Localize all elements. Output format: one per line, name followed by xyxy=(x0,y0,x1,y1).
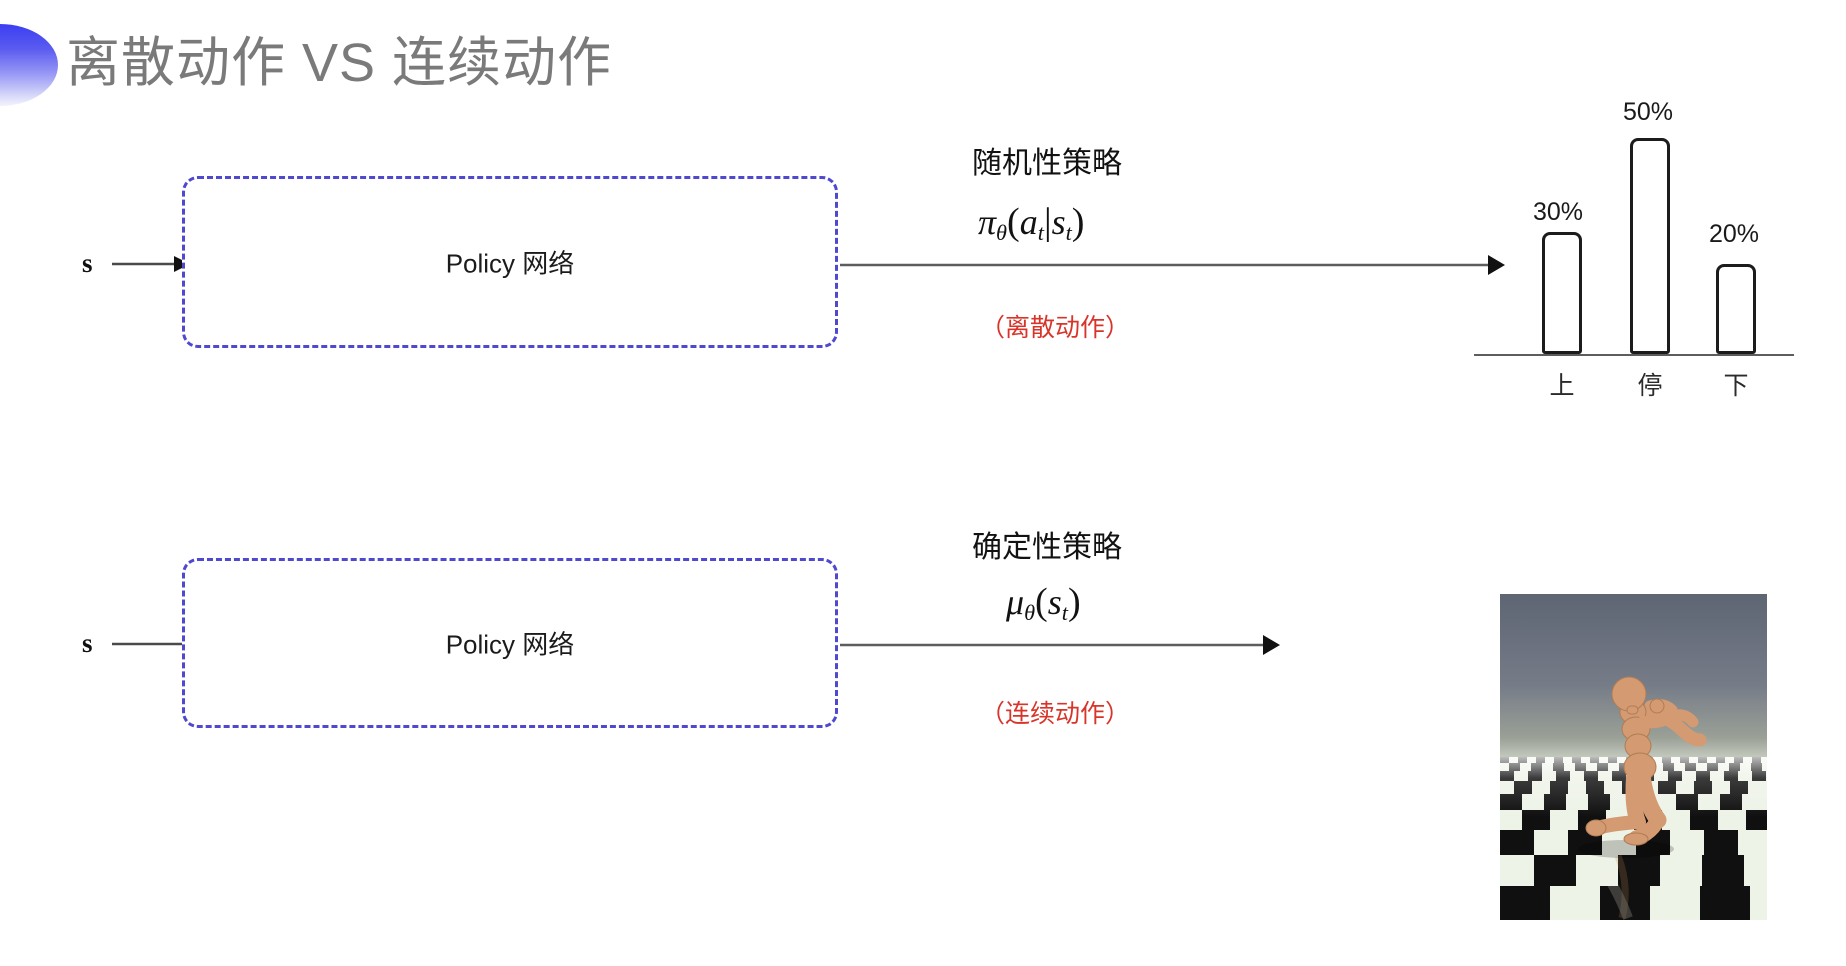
formula-theta-c: θ xyxy=(1024,600,1036,626)
formula-open-paren: ( xyxy=(1007,201,1020,243)
formula-state-sub: t xyxy=(1065,220,1072,246)
formula-action-sub: t xyxy=(1037,220,1044,246)
bar-category-label-2: 下 xyxy=(1723,372,1749,400)
bar-category-label-0: 上 xyxy=(1549,372,1575,400)
arrow-policy-to-output-discrete xyxy=(840,255,1505,275)
policy-network-label-continuous: Policy 网络 xyxy=(445,629,575,660)
policy-network-label-discrete: Policy 网络 xyxy=(445,248,575,279)
action-probability-bar-chart: 30% 50% 20% 上 停 下 xyxy=(1470,90,1810,400)
formula-action: a xyxy=(1019,202,1038,242)
bar-value-label-0: 30% xyxy=(1532,198,1584,226)
policy-network-box-continuous[interactable]: Policy 网络 xyxy=(182,558,838,728)
formula-theta: θ xyxy=(996,220,1008,246)
policy-formula-continuous: μθ(st) xyxy=(1006,580,1081,626)
bar-value-label-2: 20% xyxy=(1708,220,1760,248)
arrow-policy-to-output-continuous xyxy=(840,635,1280,655)
action-type-note-discrete: （离散动作） xyxy=(980,314,1131,342)
chart-baseline-axis xyxy=(1474,354,1794,356)
policy-type-label-discrete: 随机性策略 xyxy=(972,147,1122,180)
policy-formula-discrete: πθ(at|st) xyxy=(978,200,1085,246)
formula-open-paren-c: ( xyxy=(1035,581,1048,623)
formula-state: s xyxy=(1051,202,1066,242)
formula-cond-bar: | xyxy=(1043,201,1052,243)
bar-0 xyxy=(1542,232,1582,354)
humanoid-simulation-image xyxy=(1500,594,1767,920)
state-input-label-continuous: s xyxy=(82,628,93,658)
policy-network-box-discrete[interactable]: Policy 网络 xyxy=(182,176,838,348)
formula-pi: π xyxy=(978,202,997,242)
formula-state-c: s xyxy=(1047,582,1062,622)
formula-close-paren: ) xyxy=(1071,201,1085,243)
formula-state-sub-c: t xyxy=(1061,600,1068,626)
title-accent-shape xyxy=(0,24,58,106)
formula-mu: μ xyxy=(1006,582,1025,622)
bar-2 xyxy=(1716,264,1756,354)
state-input-label-discrete: s xyxy=(82,248,93,278)
action-type-note-continuous: （连续动作） xyxy=(980,700,1131,728)
arrow-state-to-policy-discrete xyxy=(112,256,190,272)
bar-1 xyxy=(1630,138,1670,354)
page-title: 离散动作 VS 连续动作 xyxy=(66,33,613,93)
bar-category-label-1: 停 xyxy=(1637,372,1663,400)
policy-type-label-continuous: 确定性策略 xyxy=(972,531,1122,564)
bar-value-label-1: 50% xyxy=(1622,98,1674,126)
formula-close-paren-c: ) xyxy=(1067,581,1081,623)
humanoid-sim-svg xyxy=(1500,594,1767,920)
